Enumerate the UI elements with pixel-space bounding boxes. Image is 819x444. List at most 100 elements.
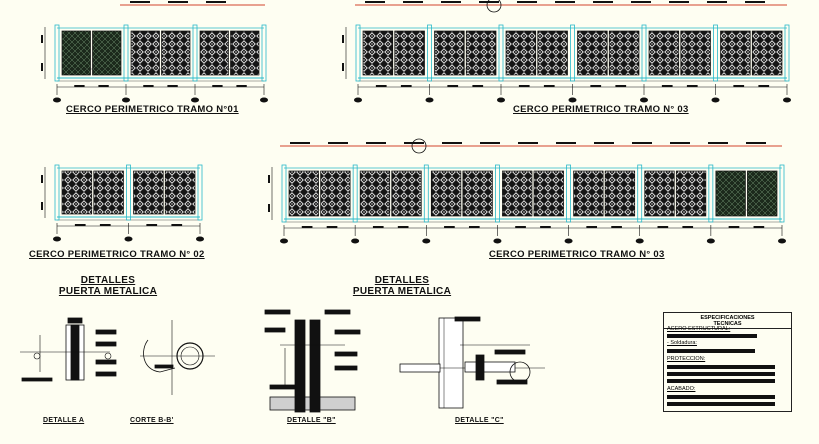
callout-bar bbox=[334, 365, 358, 371]
section-marker bbox=[411, 138, 427, 154]
dimension-tick bbox=[328, 142, 348, 144]
dimension-tick bbox=[733, 85, 745, 87]
post bbox=[498, 24, 504, 82]
dimension-tick bbox=[518, 142, 538, 144]
callout-bar bbox=[264, 327, 286, 333]
footing-marker bbox=[422, 238, 431, 244]
post bbox=[427, 24, 432, 82]
dimension-tick bbox=[555, 1, 575, 3]
mesh-panel bbox=[537, 30, 568, 76]
dimension-tick bbox=[167, 85, 178, 87]
mesh-panel bbox=[320, 170, 351, 217]
title-tramo-01: CERCO PERIMETRICO TRAMO N°01 bbox=[66, 104, 239, 115]
dimension-tick bbox=[540, 226, 551, 228]
callout-bar bbox=[21, 377, 53, 382]
post bbox=[352, 164, 358, 223]
dimension-tick bbox=[479, 1, 499, 3]
mesh-panel bbox=[394, 30, 425, 76]
dimension-tick bbox=[442, 142, 462, 144]
footing-marker bbox=[635, 238, 644, 244]
spec-heading-line1: ESPECIFICACIONES bbox=[700, 315, 755, 321]
dimension-tick bbox=[661, 85, 673, 87]
mesh-panel bbox=[505, 30, 537, 76]
dimension-tick bbox=[206, 1, 226, 3]
callout-bar bbox=[454, 316, 481, 322]
section-marker bbox=[486, 0, 502, 13]
dimension-tick bbox=[593, 1, 613, 3]
mesh-panel bbox=[391, 170, 422, 217]
spec-bar bbox=[667, 349, 755, 353]
post bbox=[192, 24, 198, 82]
callout-bar bbox=[95, 329, 117, 335]
post bbox=[54, 24, 60, 82]
title-tramo-03-bottom: CERCO PERIMETRICO TRAMO N° 03 bbox=[489, 249, 665, 260]
footing-marker bbox=[122, 97, 130, 103]
post bbox=[126, 164, 131, 221]
dimension-tick bbox=[372, 226, 384, 228]
spec-bar bbox=[667, 334, 757, 338]
footing-marker bbox=[354, 97, 362, 103]
spec-acero: ACERO ESTRUCTURAL: bbox=[667, 326, 731, 332]
callout-bar bbox=[95, 359, 117, 365]
fence-elevation bbox=[268, 138, 786, 244]
mesh-panel bbox=[199, 30, 229, 76]
mesh-panel bbox=[133, 170, 164, 215]
dimension-tick bbox=[745, 1, 765, 3]
footing-marker bbox=[711, 97, 720, 103]
node-marker bbox=[104, 352, 112, 360]
dimension-tick bbox=[290, 142, 310, 144]
footing-marker bbox=[53, 236, 61, 242]
dimension-tick bbox=[268, 175, 270, 183]
mesh-panel bbox=[465, 30, 497, 76]
dimension-tick bbox=[594, 142, 614, 144]
details-heading-2: DETALLES PUERTA METALICA bbox=[343, 275, 461, 297]
post bbox=[641, 24, 647, 82]
dimension-tick bbox=[444, 226, 455, 228]
dimension-tick bbox=[472, 85, 484, 87]
dimension-tick bbox=[301, 226, 313, 228]
spec-heading-line2: TECNICAS bbox=[713, 321, 742, 327]
dimension-tick bbox=[146, 224, 158, 226]
spec-bar bbox=[667, 365, 775, 369]
dimension-tick bbox=[517, 1, 537, 3]
spec-heading: ESPECIFICACIONES TECNICAS bbox=[664, 315, 791, 327]
mesh-panel bbox=[130, 30, 160, 76]
footing-marker bbox=[783, 97, 791, 103]
label-detalle-a: DETALLE A bbox=[43, 417, 85, 424]
post-section bbox=[309, 319, 321, 413]
mesh-panel bbox=[359, 170, 391, 217]
mesh-panel bbox=[533, 170, 564, 217]
mesh-panel bbox=[675, 170, 707, 217]
dimension-tick bbox=[611, 226, 622, 228]
post bbox=[708, 164, 714, 223]
mesh-panel bbox=[573, 170, 604, 217]
mesh-panel bbox=[430, 170, 462, 217]
callout-bar bbox=[95, 371, 117, 377]
fence-elevation bbox=[342, 0, 791, 103]
mesh-panel bbox=[720, 30, 751, 76]
dimension-tick bbox=[74, 85, 85, 87]
mesh-panel bbox=[462, 170, 493, 217]
dimension-tick bbox=[366, 142, 386, 144]
post bbox=[784, 24, 790, 82]
dimension-tick bbox=[746, 142, 766, 144]
dimension-tick bbox=[615, 85, 627, 87]
spec-bar bbox=[667, 372, 775, 376]
spec-divider bbox=[664, 328, 791, 329]
post bbox=[566, 164, 571, 223]
dimension-tick bbox=[480, 142, 500, 144]
dimension-tick bbox=[41, 63, 43, 71]
footing-marker bbox=[640, 97, 648, 103]
details-heading-2-line2: PUERTA METALICA bbox=[352, 286, 452, 297]
rail-section bbox=[464, 361, 516, 373]
callout-bar bbox=[264, 309, 291, 315]
post bbox=[197, 164, 203, 221]
dimension-tick bbox=[631, 1, 651, 3]
fence-elevation bbox=[41, 1, 268, 103]
post bbox=[423, 164, 429, 223]
dimension-tick bbox=[590, 85, 602, 87]
dimension-tick bbox=[657, 226, 669, 228]
mesh-panel bbox=[362, 30, 394, 76]
dimension-tick bbox=[515, 226, 526, 228]
post bbox=[637, 164, 643, 223]
